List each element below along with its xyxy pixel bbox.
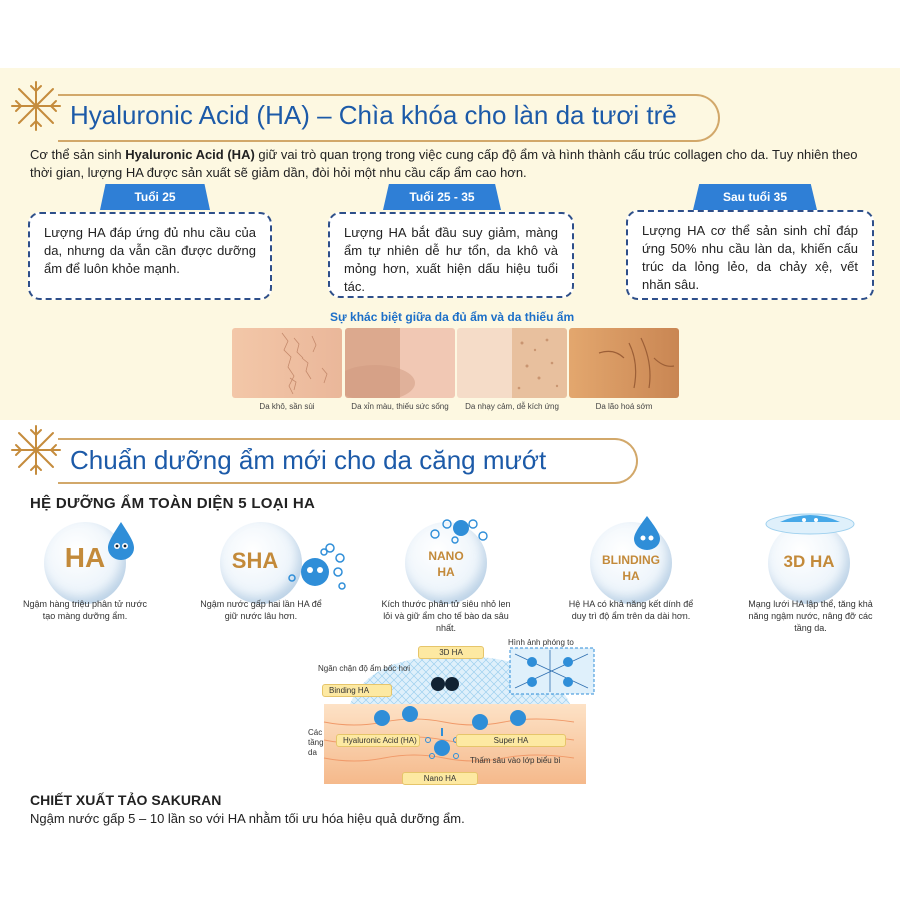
- ha-desc-binding: Hệ HA có khả năng kết dính để duy trì độ…: [568, 599, 694, 621]
- tag-super-ha: Super HA: [456, 734, 566, 747]
- intro-paragraph: Cơ thể sản sinh Hyaluronic Acid (HA) giữ…: [30, 147, 858, 180]
- skin-diff-title: Sự khác biệt giữa da đủ ẩm và da thiếu ẩ…: [330, 310, 575, 324]
- skin-caption-dull: Da xỉn màu, thiếu sức sống: [351, 402, 449, 411]
- skin-image-dull: [345, 328, 455, 398]
- skin-caption-dry: Da khô, sần sùi: [259, 402, 315, 411]
- age-box-25: Lượng HA đáp ứng đủ nhu cầu của da, nhưn…: [28, 212, 272, 300]
- section-title-frame: [58, 438, 638, 484]
- diagram-deep-label: Thấm sâu vào lớp biểu bì: [470, 756, 561, 765]
- ha-desc-3d: Mạng lưới HA lập thể, tăng khả năng ngậm…: [748, 599, 873, 633]
- skin-image-aging: [569, 328, 679, 398]
- skin-caption-aging: Da lão hoá sớm: [595, 402, 653, 411]
- ha-label-ha: HA: [64, 542, 106, 573]
- age-tab-35: Sau tuổi 35: [693, 184, 817, 210]
- snowflake-icon: [11, 425, 61, 475]
- ha-ball-ha: [44, 522, 126, 604]
- skin-image-dry: [232, 328, 342, 398]
- ha-desc-ha: Ngậm hàng triệu phân tử nước tạo màng dư…: [22, 599, 148, 621]
- age-box-25-35: Lượng HA bắt đầu suy giảm, màng ẩm tự nh…: [328, 212, 574, 298]
- skin-layers-diagram: [323, 647, 595, 784]
- water-drop-icon: [634, 516, 660, 550]
- tag-binding-ha: Binding HA: [322, 684, 392, 697]
- ha-system-heading: HỆ DƯỠNG ẨM TOÀN DIỆN 5 LOẠI HA: [30, 495, 316, 512]
- diagram-zoom-label: Hình ảnh phóng to: [508, 638, 574, 647]
- section-title-frame: [58, 94, 720, 142]
- extract-text: Ngậm nước gấp 5 – 10 lần so với HA nhằm …: [30, 811, 465, 826]
- ha-label-sha: SHA: [231, 548, 279, 573]
- water-drop-icon: [108, 522, 134, 560]
- tag-nano-ha: Nano HA: [402, 772, 478, 785]
- extract-heading: CHIẾT XUẤT TẢO SAKURAN: [30, 792, 222, 808]
- diagram-evap-label: Ngăn chặn độ ẩm bốc hơi: [318, 664, 410, 673]
- age-tab-25: Tuổi 25: [100, 184, 210, 210]
- ha-ball-sha: [220, 522, 302, 604]
- skin-image-sensitive: [457, 328, 567, 398]
- ha-desc-nano: Kích thước phân tử siêu nhỏ len lỏi và g…: [381, 599, 511, 633]
- 3d-mesh-icon: [765, 513, 855, 535]
- water-molecule-icon: [288, 543, 346, 590]
- ha-desc-sha: Ngậm nước gấp hai lần HA để giữ nước lâu…: [200, 599, 322, 621]
- nano-bubbles-icon: [430, 519, 488, 544]
- ha-ball-3d: [768, 522, 850, 604]
- section-title-ha: Hyaluronic Acid (HA) – Chìa khóa cho làn…: [70, 100, 677, 130]
- section-title-moisture: Chuẩn dưỡng ẩm mới cho da căng mướt: [70, 445, 547, 475]
- tag-3d-ha: 3D HA: [418, 646, 484, 659]
- age-box-35: Lượng HA cơ thể sản sinh chỉ đáp ứng 50%…: [626, 210, 874, 300]
- age-tab-25-35: Tuổi 25 - 35: [383, 184, 501, 210]
- ha-ball-nano: [405, 522, 487, 604]
- snowflake-icon: [11, 81, 61, 131]
- tag-hyaluronic-acid: Hyaluronic Acid (HA): [336, 734, 420, 747]
- ha-label-3d: 3D HA: [783, 552, 835, 571]
- skin-caption-sensitive: Da nhạy cảm, dễ kích ứng: [465, 402, 559, 411]
